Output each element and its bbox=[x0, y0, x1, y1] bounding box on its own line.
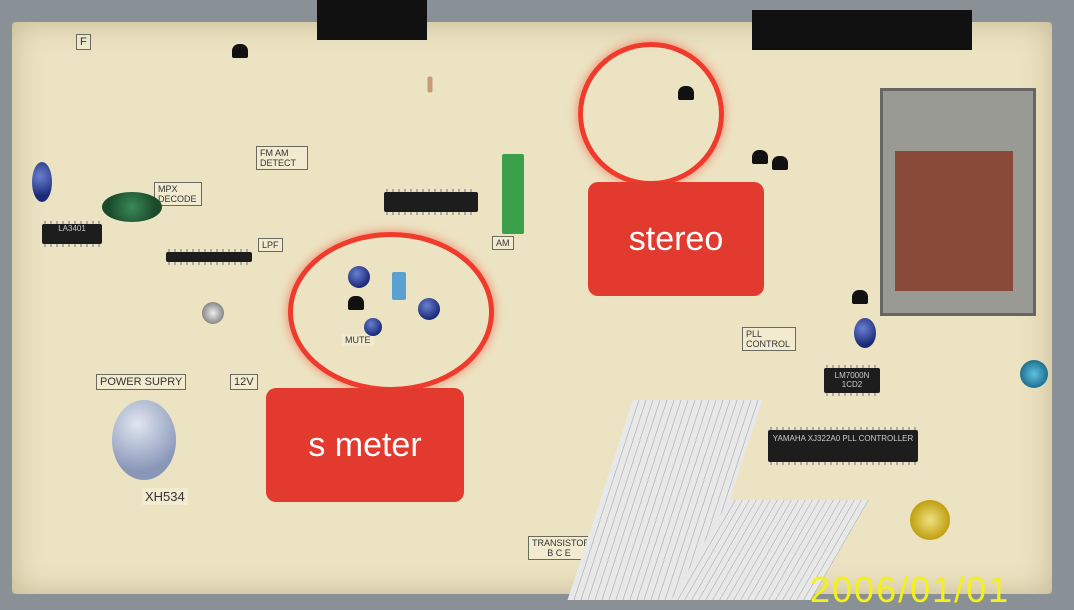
silk-am: AM bbox=[492, 236, 514, 250]
resistor bbox=[427, 76, 433, 93]
connector bbox=[317, 0, 427, 40]
chip-lm7000: LM7000N 1CD2 bbox=[824, 365, 880, 396]
silk-transistor: TRANSISTOR B C E bbox=[528, 536, 590, 560]
capacitor bbox=[202, 302, 224, 324]
s-meter-highlight-circle bbox=[288, 232, 494, 392]
transistor bbox=[232, 44, 248, 58]
tuner-module bbox=[880, 88, 1036, 316]
silk-pll-control: PLL CONTROL bbox=[742, 327, 796, 351]
chip-pll-controller: YAMAHA XJ322A0 PLL CONTROLLER bbox=[768, 427, 918, 465]
stereo-highlight-circle bbox=[578, 42, 724, 186]
stereo-label: stereo bbox=[588, 182, 764, 296]
transistor bbox=[772, 156, 788, 170]
silk-mpx-decode: MPX DECODE bbox=[154, 182, 202, 206]
silk-12v: 12V bbox=[230, 374, 258, 390]
capacitor bbox=[854, 318, 876, 348]
silk-model: XH534 bbox=[142, 488, 188, 505]
s-meter-label: s meter bbox=[266, 388, 464, 502]
green-capacitor bbox=[102, 192, 162, 222]
connector bbox=[752, 10, 972, 50]
circuit-board: F POWER SUPRY 12V PLL CONTROL FM AM DETE… bbox=[12, 0, 1052, 594]
silk-lpf: LPF bbox=[258, 238, 283, 252]
capacitor bbox=[32, 162, 52, 202]
trimmer-block bbox=[502, 154, 524, 234]
chip-sip bbox=[166, 249, 252, 265]
capacitor bbox=[1020, 360, 1048, 388]
yellow-capacitor bbox=[910, 500, 950, 540]
tuner-pcb bbox=[895, 151, 1013, 291]
silk-fm-am-detect: FM AM DETECT bbox=[256, 146, 308, 170]
silk-power-supply: POWER SUPRY bbox=[96, 374, 187, 390]
chip-ic bbox=[384, 189, 478, 215]
transistor bbox=[852, 290, 868, 304]
chip-la3401: LA3401 bbox=[42, 221, 102, 247]
large-capacitor bbox=[112, 400, 176, 480]
silk-f: F bbox=[76, 34, 91, 50]
transistor bbox=[752, 150, 768, 164]
date-stamp: 2006/01/01 bbox=[810, 569, 1011, 610]
